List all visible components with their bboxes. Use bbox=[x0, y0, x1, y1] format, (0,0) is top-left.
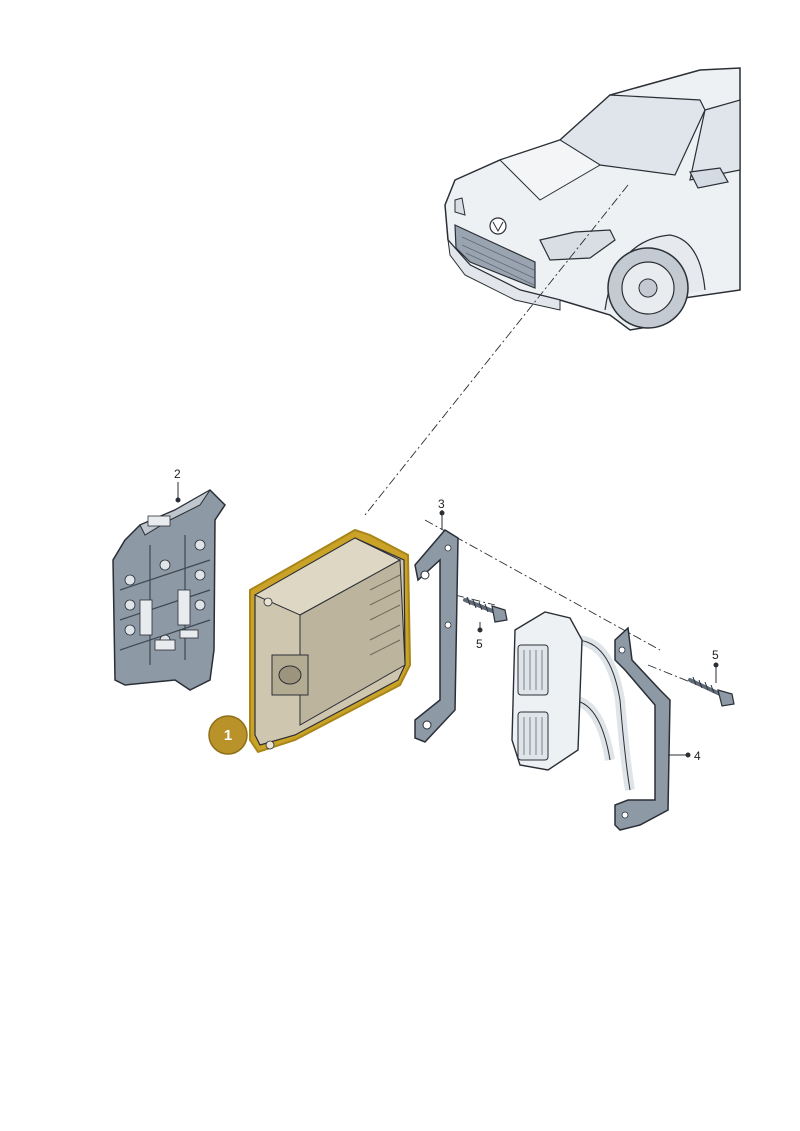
callout-5-lower: 5 bbox=[712, 648, 719, 662]
callout-leaders bbox=[175, 482, 719, 758]
callout-5-upper: 5 bbox=[476, 637, 483, 651]
vehicle-illustration bbox=[444, 67, 741, 331]
callout-badge-1: 1 bbox=[208, 715, 248, 755]
wiring-connector bbox=[511, 611, 635, 791]
callout-3: 3 bbox=[438, 497, 445, 511]
control-unit-part-1 bbox=[249, 528, 412, 754]
bracket-part-3 bbox=[414, 529, 459, 743]
callout-labels: 2 3 5 5 4 bbox=[174, 467, 719, 763]
mounting-frame-part-2 bbox=[112, 489, 226, 691]
bracket-part-4 bbox=[614, 626, 671, 831]
callout-4: 4 bbox=[694, 749, 701, 763]
screw-part-5-upper bbox=[463, 596, 508, 623]
callout-2: 2 bbox=[174, 467, 181, 481]
screw-part-5-lower bbox=[688, 676, 735, 707]
callout-1: 1 bbox=[224, 727, 232, 744]
